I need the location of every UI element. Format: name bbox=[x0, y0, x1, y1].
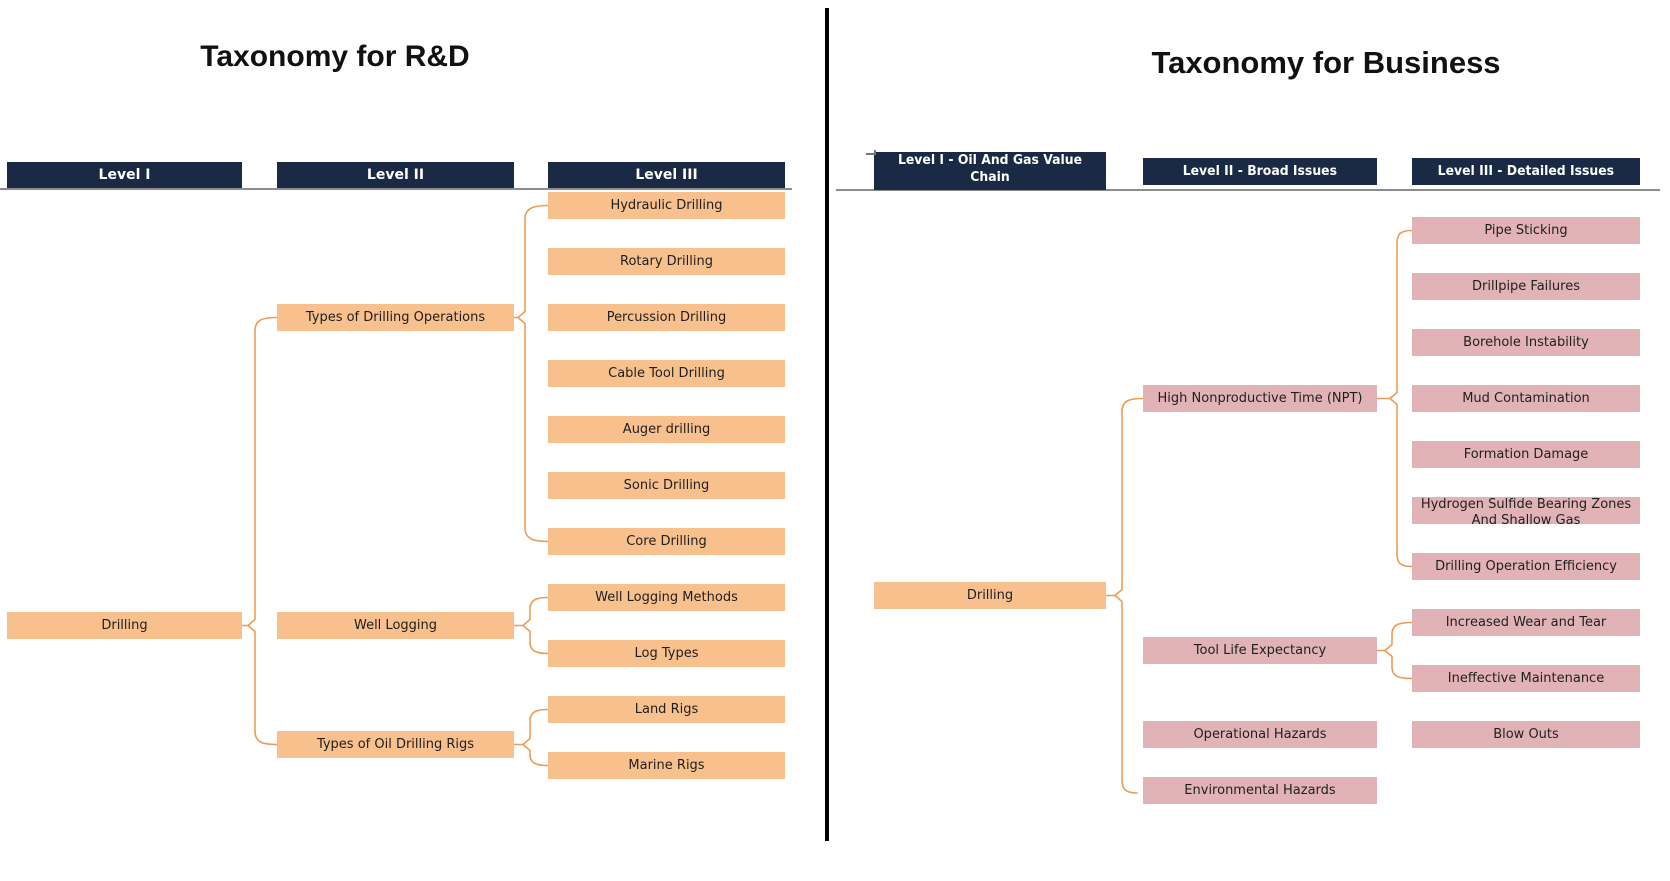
right-header-underline bbox=[836, 189, 1660, 191]
node-pipe-sticking: Pipe Sticking bbox=[1412, 217, 1640, 244]
node-marine-rigs: Marine Rigs bbox=[548, 752, 785, 779]
node-ineffective-maintenance: Ineffective Maintenance bbox=[1412, 665, 1640, 692]
node-drilling-rd: Drilling bbox=[7, 612, 242, 639]
left-level3-header: Level III bbox=[548, 162, 785, 188]
node-tool-life-expectancy: Tool Life Expectancy bbox=[1143, 637, 1377, 664]
right-level3-header: Level III - Detailed Issues bbox=[1412, 158, 1640, 185]
brace-types-of-oil-drilling-rigs bbox=[513, 708, 549, 767]
left-level2-header: Level II bbox=[277, 162, 514, 188]
node-increased-wear-and-tear: Increased Wear and Tear bbox=[1412, 609, 1640, 636]
node-blow-outs: Blow Outs bbox=[1412, 721, 1640, 748]
node-types-of-drilling-operations: Types of Drilling Operations bbox=[277, 304, 514, 331]
node-rotary-drilling: Rotary Drilling bbox=[548, 248, 785, 275]
node-hydrogen-sulfide-bearing-zones: Hydrogen Sulfide Bearing Zones And Shall… bbox=[1412, 497, 1640, 524]
right-level2-header-label: Level II - Broad Issues bbox=[1182, 163, 1338, 179]
rd-title: Taxonomy for R&D bbox=[200, 40, 470, 73]
collapse-toggle-icon[interactable] bbox=[866, 153, 875, 155]
brace-high-npt bbox=[1376, 229, 1413, 568]
node-drilling-operation-efficiency: Drilling Operation Efficiency bbox=[1412, 553, 1640, 580]
panel-divider bbox=[825, 8, 829, 841]
node-cable-tool-drilling: Cable Tool Drilling bbox=[548, 360, 785, 387]
left-level3-header-label: Level III bbox=[635, 167, 698, 183]
right-level1-header-label: Level I - Oil And Gas Value Chain bbox=[897, 152, 1083, 185]
node-auger-drilling: Auger drilling bbox=[548, 416, 785, 443]
collapse-toggle-icon[interactable] bbox=[874, 150, 876, 155]
node-drillpipe-failures: Drillpipe Failures bbox=[1412, 273, 1640, 300]
node-environmental-hazards: Environmental Hazards bbox=[1143, 777, 1377, 804]
left-level2-header-label: Level II bbox=[366, 167, 425, 183]
node-log-types: Log Types bbox=[548, 640, 785, 667]
brace-well-logging bbox=[513, 596, 549, 655]
left-level1-header-label: Level I bbox=[98, 167, 151, 183]
brace-types-of-drilling-operations bbox=[513, 204, 549, 543]
brace-drilling-business bbox=[1105, 397, 1144, 794]
right-level3-header-label: Level III - Detailed Issues bbox=[1437, 163, 1615, 179]
node-operational-hazards: Operational Hazards bbox=[1143, 721, 1377, 748]
node-borehole-instability: Borehole Instability bbox=[1412, 329, 1640, 356]
node-mud-contamination: Mud Contamination bbox=[1412, 385, 1640, 412]
left-level1-header: Level I bbox=[7, 162, 242, 188]
node-types-of-oil-drilling-rigs: Types of Oil Drilling Rigs bbox=[277, 731, 514, 758]
node-well-logging: Well Logging bbox=[277, 612, 514, 639]
node-core-drilling: Core Drilling bbox=[548, 528, 785, 555]
node-hydraulic-drilling: Hydraulic Drilling bbox=[548, 192, 785, 219]
node-drilling-business: Drilling bbox=[874, 582, 1106, 609]
left-header-underline bbox=[0, 188, 792, 190]
node-sonic-drilling: Sonic Drilling bbox=[548, 472, 785, 499]
node-well-logging-methods: Well Logging Methods bbox=[548, 584, 785, 611]
right-level2-header: Level II - Broad Issues bbox=[1143, 158, 1377, 185]
node-percussion-drilling: Percussion Drilling bbox=[548, 304, 785, 331]
node-land-rigs: Land Rigs bbox=[548, 696, 785, 723]
brace-tool-life-expectancy bbox=[1376, 621, 1413, 680]
right-level1-header: Level I - Oil And Gas Value Chain bbox=[874, 152, 1106, 190]
brace-drilling-rd bbox=[241, 316, 278, 746]
business-title: Taxonomy for Business bbox=[1151, 45, 1501, 80]
node-high-nonproductive-time: High Nonproductive Time (NPT) bbox=[1143, 385, 1377, 412]
node-formation-damage: Formation Damage bbox=[1412, 441, 1640, 468]
